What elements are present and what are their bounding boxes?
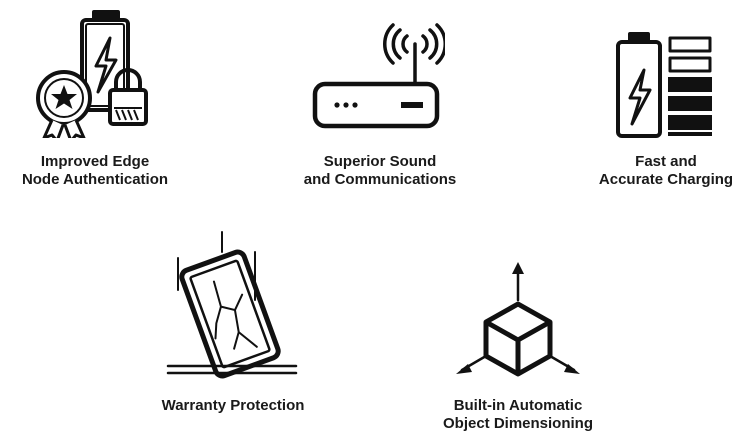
battery-charge-level-icon bbox=[616, 32, 712, 138]
label-line: Fast and bbox=[635, 153, 697, 170]
label-line: and Communications bbox=[303, 171, 457, 188]
label-line: Node Authentication bbox=[21, 171, 169, 188]
feature-label-charging: Fast and Accurate Charging bbox=[576, 153, 752, 189]
feature-label-edge-auth: Improved Edge Node Authentication bbox=[0, 153, 190, 189]
label-line: Superior Sound bbox=[323, 153, 437, 170]
label-line: Object Dimensioning bbox=[442, 415, 593, 432]
label-line: Accurate Charging bbox=[598, 171, 734, 188]
battery-lock-badge-icon bbox=[36, 10, 148, 138]
feature-label-dimensioning: Built-in Automatic Object Dimensioning bbox=[418, 397, 618, 433]
feature-label-sound: Superior Sound and Communications bbox=[280, 153, 480, 189]
label-line: Improved Edge bbox=[40, 153, 150, 170]
router-signal-icon bbox=[312, 23, 445, 129]
dropped-phone-cracked-icon bbox=[166, 231, 298, 379]
label-line: Warranty Protection bbox=[161, 397, 305, 414]
label-line: Built-in Automatic bbox=[453, 397, 583, 414]
feature-label-warranty: Warranty Protection bbox=[133, 397, 333, 415]
3d-cube-axes-icon bbox=[456, 262, 580, 377]
